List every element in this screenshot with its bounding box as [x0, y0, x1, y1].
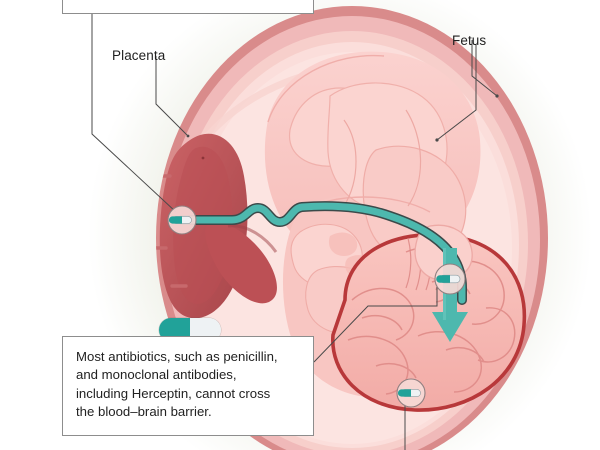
leader-placenta [155, 56, 189, 137]
leader-fetus-a [471, 40, 498, 97]
marker-brain-entry[interactable] [434, 263, 466, 295]
leader-top-box [91, 14, 177, 213]
callout-line-4: the blood–brain barrier. [76, 404, 212, 420]
callout-line-1: Most antibiotics, such as penicillin, [76, 349, 278, 364]
callout-blood-brain-barrier[interactable]: Most antibiotics, such as penicillin, an… [62, 336, 314, 436]
leader-fetus-c [436, 44, 477, 141]
callout-line-2: and monoclonal antibodies, [76, 367, 237, 383]
leader-lines [91, 14, 498, 450]
placenta-organ [156, 133, 278, 319]
label-placenta: Placenta [112, 48, 166, 63]
callout-top-partial[interactable] [62, 0, 314, 14]
callout-line-3: including Herceptin, cannot cross [76, 385, 271, 401]
marker-brain-lower[interactable] [396, 378, 426, 408]
leader-endpoints [186, 94, 499, 142]
leader-callout-main [313, 284, 438, 363]
marker-placenta[interactable] [167, 205, 197, 235]
label-fetus: Fetus [452, 33, 487, 48]
